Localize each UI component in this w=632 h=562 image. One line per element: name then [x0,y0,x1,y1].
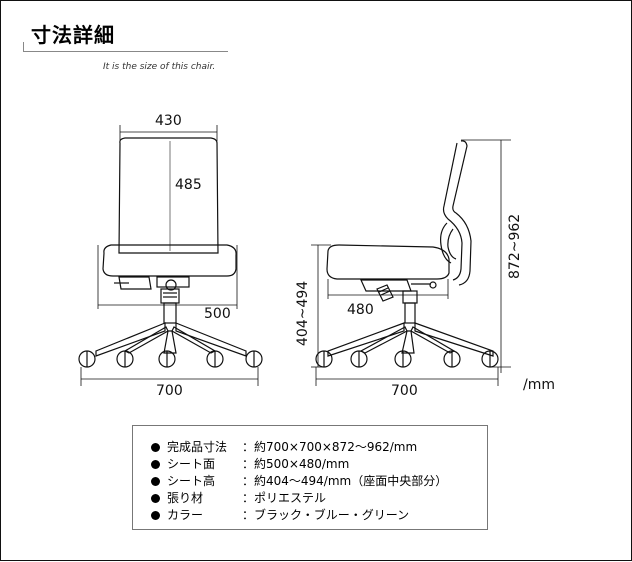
bullet-icon [151,511,160,520]
dim-side-seat-depth: 480 [347,302,374,318]
spec-value: ：約404～494/mm（座面中央部分） [242,474,448,488]
title-underline [23,51,228,52]
dim-front-base: 700 [156,383,183,399]
spec-label: 完成品寸法 [167,440,228,454]
spec-row: シート面 ：約500×480/mm [151,455,349,472]
dim-unit: /mm [523,377,555,393]
spec-value: ：ブラック・ブルー・グリーン [242,508,410,522]
spec-label: シート面 [167,457,216,471]
title-tick [23,42,24,52]
side-view-chair [315,140,499,368]
spec-box: 完成品寸法 ：約700×700×872～962/mm シート面 ：約500×480/… [132,425,488,530]
dim-side-base: 700 [391,383,418,399]
side-dimension-lines [311,139,511,386]
dim-front-width: 430 [155,113,182,129]
bullet-icon [151,477,160,486]
spec-row: 張り材 ：ポリエステル [151,489,326,506]
bullet-icon [151,494,160,503]
dim-front-back-height: 485 [175,177,202,193]
bullet-icon [151,460,160,469]
dim-front-seat-depth: 500 [204,306,231,322]
page-title: 寸法詳細 [31,23,115,47]
spec-row: シート高 ：約404～494/mm（座面中央部分） [151,472,447,489]
front-dimension-lines [80,125,259,386]
spec-value: ：ポリエステル [242,491,327,505]
spec-label: カラー [167,508,204,522]
spec-label: シート高 [167,474,216,488]
spec-value: ：約500×480/mm [242,457,350,471]
spec-value: ：約700×700×872～962/mm [242,440,418,454]
bullet-icon [151,443,160,452]
front-view-chair [78,137,263,368]
dim-side-seat-height: 404~494 [295,280,311,346]
spec-label: 張り材 [167,491,204,505]
dim-side-total-height: 872~962 [507,213,523,279]
spec-row: カラー ：ブラック・ブルー・グリーン [151,506,409,523]
page-subtitle: It is the size of this chair. [103,62,216,72]
spec-row: 完成品寸法 ：約700×700×872～962/mm [151,438,417,455]
